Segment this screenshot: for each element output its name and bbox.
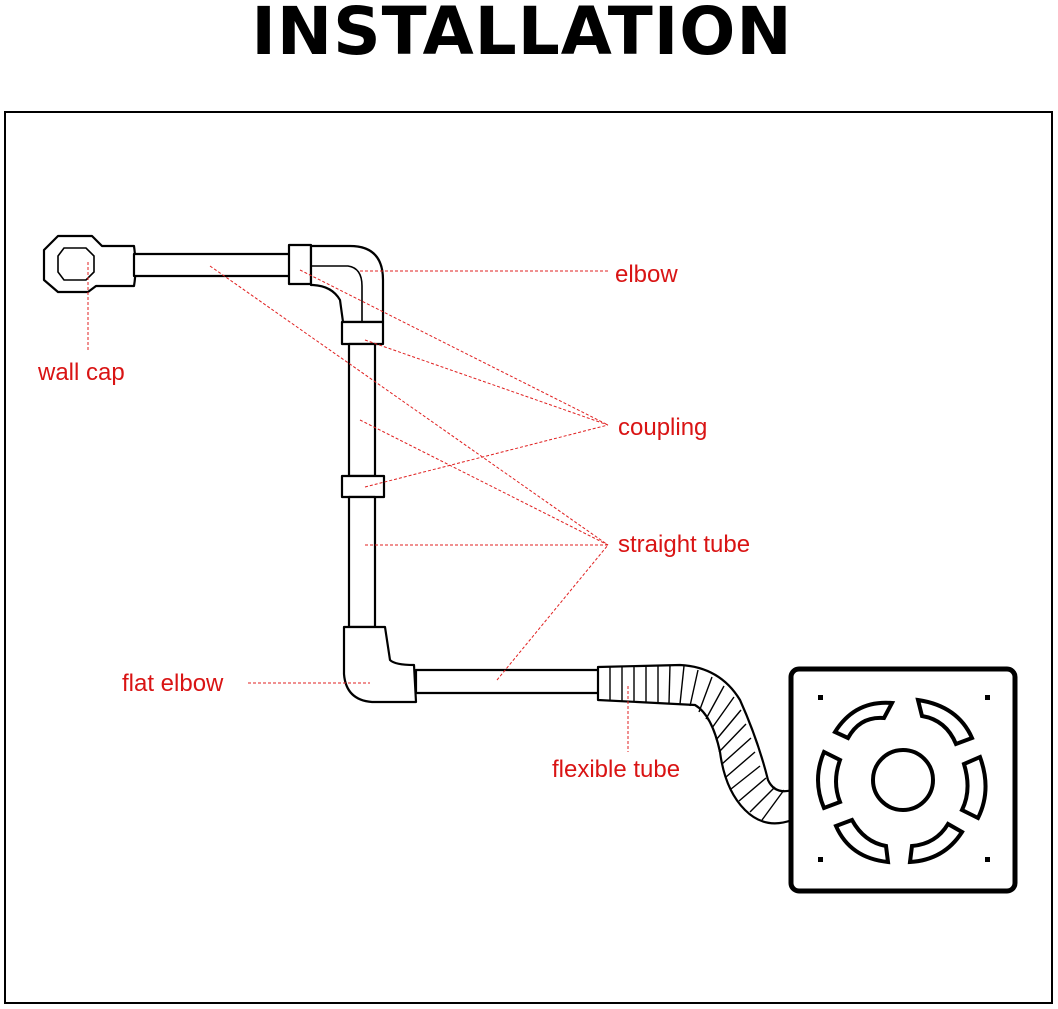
wall-cap-part bbox=[42, 234, 137, 294]
elbow-coupling bbox=[340, 320, 385, 346]
vertical-tube-upper bbox=[347, 342, 377, 478]
middle-coupling bbox=[340, 474, 386, 499]
vertical-tube-lower bbox=[347, 495, 377, 629]
page-title: INSTALLATION bbox=[251, 0, 793, 70]
top-coupling bbox=[287, 243, 313, 286]
flat-elbow-part bbox=[342, 625, 418, 704]
flexible-tube-part bbox=[596, 663, 794, 825]
label-flexible-tube: flexible tube bbox=[552, 756, 680, 783]
label-coupling: coupling bbox=[618, 414, 707, 441]
label-elbow: elbow bbox=[615, 261, 678, 288]
label-wall-cap: wall cap bbox=[37, 359, 125, 386]
label-flat-elbow: flat elbow bbox=[122, 670, 224, 697]
diagram-frame bbox=[4, 111, 1053, 1004]
fan-unit bbox=[788, 666, 1018, 894]
top-straight-tube bbox=[132, 252, 293, 278]
elbow-part bbox=[309, 244, 385, 324]
label-straight-tube: straight tube bbox=[618, 531, 750, 558]
leader-lines bbox=[87, 262, 629, 752]
bottom-straight-tube bbox=[414, 668, 601, 695]
